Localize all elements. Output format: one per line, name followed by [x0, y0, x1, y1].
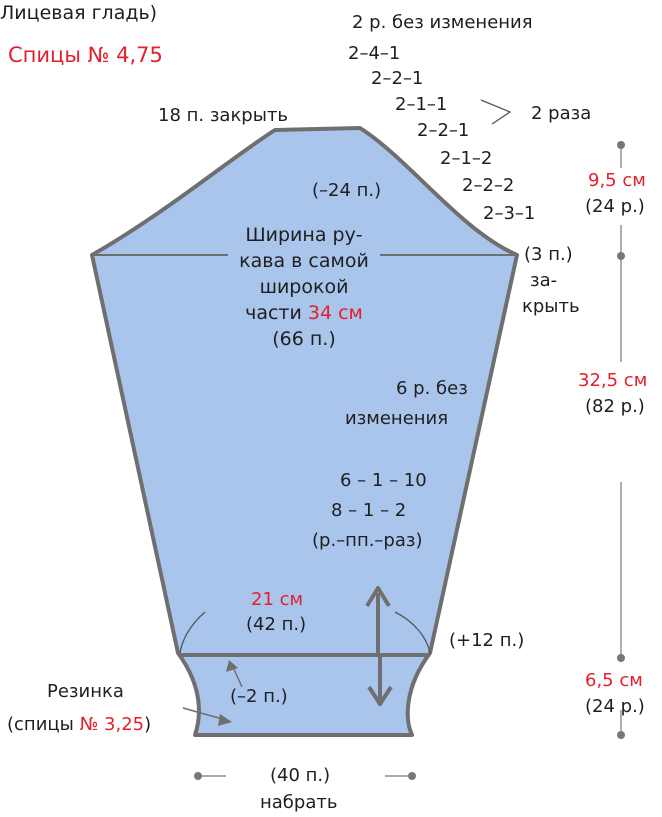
- dec-row-3: 2–1–1: [395, 94, 448, 115]
- cast-off-za: за-: [530, 270, 558, 291]
- body-rows: (82 р.): [585, 396, 645, 417]
- rib-height: 6,5 см: [585, 670, 643, 691]
- rib-needles-suffix: ): [144, 714, 152, 735]
- cap-height: 9,5 см: [588, 170, 646, 191]
- sleeve-shape: [90, 126, 519, 737]
- times-bracket: [480, 99, 512, 125]
- cast-off-kryt: крыть: [522, 296, 580, 317]
- inc-note-4: 8 – 1 – 2: [331, 500, 407, 521]
- pattern-title: Лицевая гладь): [0, 2, 158, 24]
- rib-arrow-shaft: [232, 666, 243, 688]
- cuff-stitches: (42 п.): [246, 614, 307, 635]
- rib-needles-prefix: (спицы: [7, 714, 80, 735]
- cast-on-width-scale: [194, 772, 416, 780]
- width-line-4: части 34 см: [204, 300, 404, 326]
- cap-decrease: (–24 п.): [312, 180, 382, 201]
- height-scale: [617, 141, 625, 739]
- corner-arc-left: [179, 611, 206, 654]
- width-part: части: [245, 302, 308, 324]
- rib-pointer-shaft: [182, 707, 227, 721]
- no-change-note: 2 р. без изменения: [352, 12, 533, 33]
- cast-off-top: 18 п. закрыть: [158, 105, 289, 126]
- times-note: 2 раза: [531, 103, 592, 124]
- inc-note-2: изменения: [345, 408, 449, 429]
- dec-row-6: 2–2–2: [462, 175, 515, 196]
- width-stitches: (66 п.): [272, 328, 336, 350]
- needle-size: Спицы № 4,75: [8, 43, 163, 67]
- rib-pointer-head: [218, 714, 232, 726]
- body-height: 32,5 см: [578, 370, 648, 391]
- increase-note: (+12 п.): [449, 630, 525, 651]
- rib-needles: (спицы № 3,25): [7, 714, 151, 736]
- rib-decrease: (–2 п.): [230, 686, 288, 707]
- cast-on-stitches: (40 п.): [270, 765, 331, 786]
- rib-rows: (24 р.): [585, 696, 645, 717]
- dec-row-4: 2–2–1: [417, 120, 470, 141]
- dec-row-1: 2–4–1: [348, 43, 401, 64]
- arrow-down-head: [367, 685, 393, 706]
- dec-row-7: 2–3–1: [483, 203, 536, 224]
- rib-label: Резинка: [47, 681, 124, 702]
- width-line-2: кава в самой: [239, 250, 369, 272]
- cast-off-three: (3 п.): [524, 244, 573, 265]
- width-value: 34 см: [307, 302, 363, 324]
- rib-needles-value: № 3,25: [79, 714, 145, 735]
- dec-row-2: 2–2–1: [371, 68, 424, 89]
- cuff-width: 21 см: [251, 589, 304, 610]
- corner-arc-right: [394, 611, 431, 654]
- inc-note-3: 6 – 1 – 10: [340, 470, 427, 491]
- cast-on-label: набрать: [260, 792, 338, 813]
- width-line-1: Ширина ру-: [245, 224, 363, 246]
- cap-rows: (24 р.): [585, 196, 645, 217]
- width-label: Ширина ру- кава в самой широкой части 34…: [204, 222, 404, 352]
- arrow-up-head: [365, 586, 391, 608]
- rib-arrow-head: [226, 660, 238, 672]
- width-line-3: широкой: [259, 276, 349, 298]
- dec-row-5: 2–1–2: [440, 148, 493, 169]
- inc-note-5: (р.–пп.–раз): [312, 530, 423, 551]
- inc-note-1: 6 р. без: [396, 378, 468, 399]
